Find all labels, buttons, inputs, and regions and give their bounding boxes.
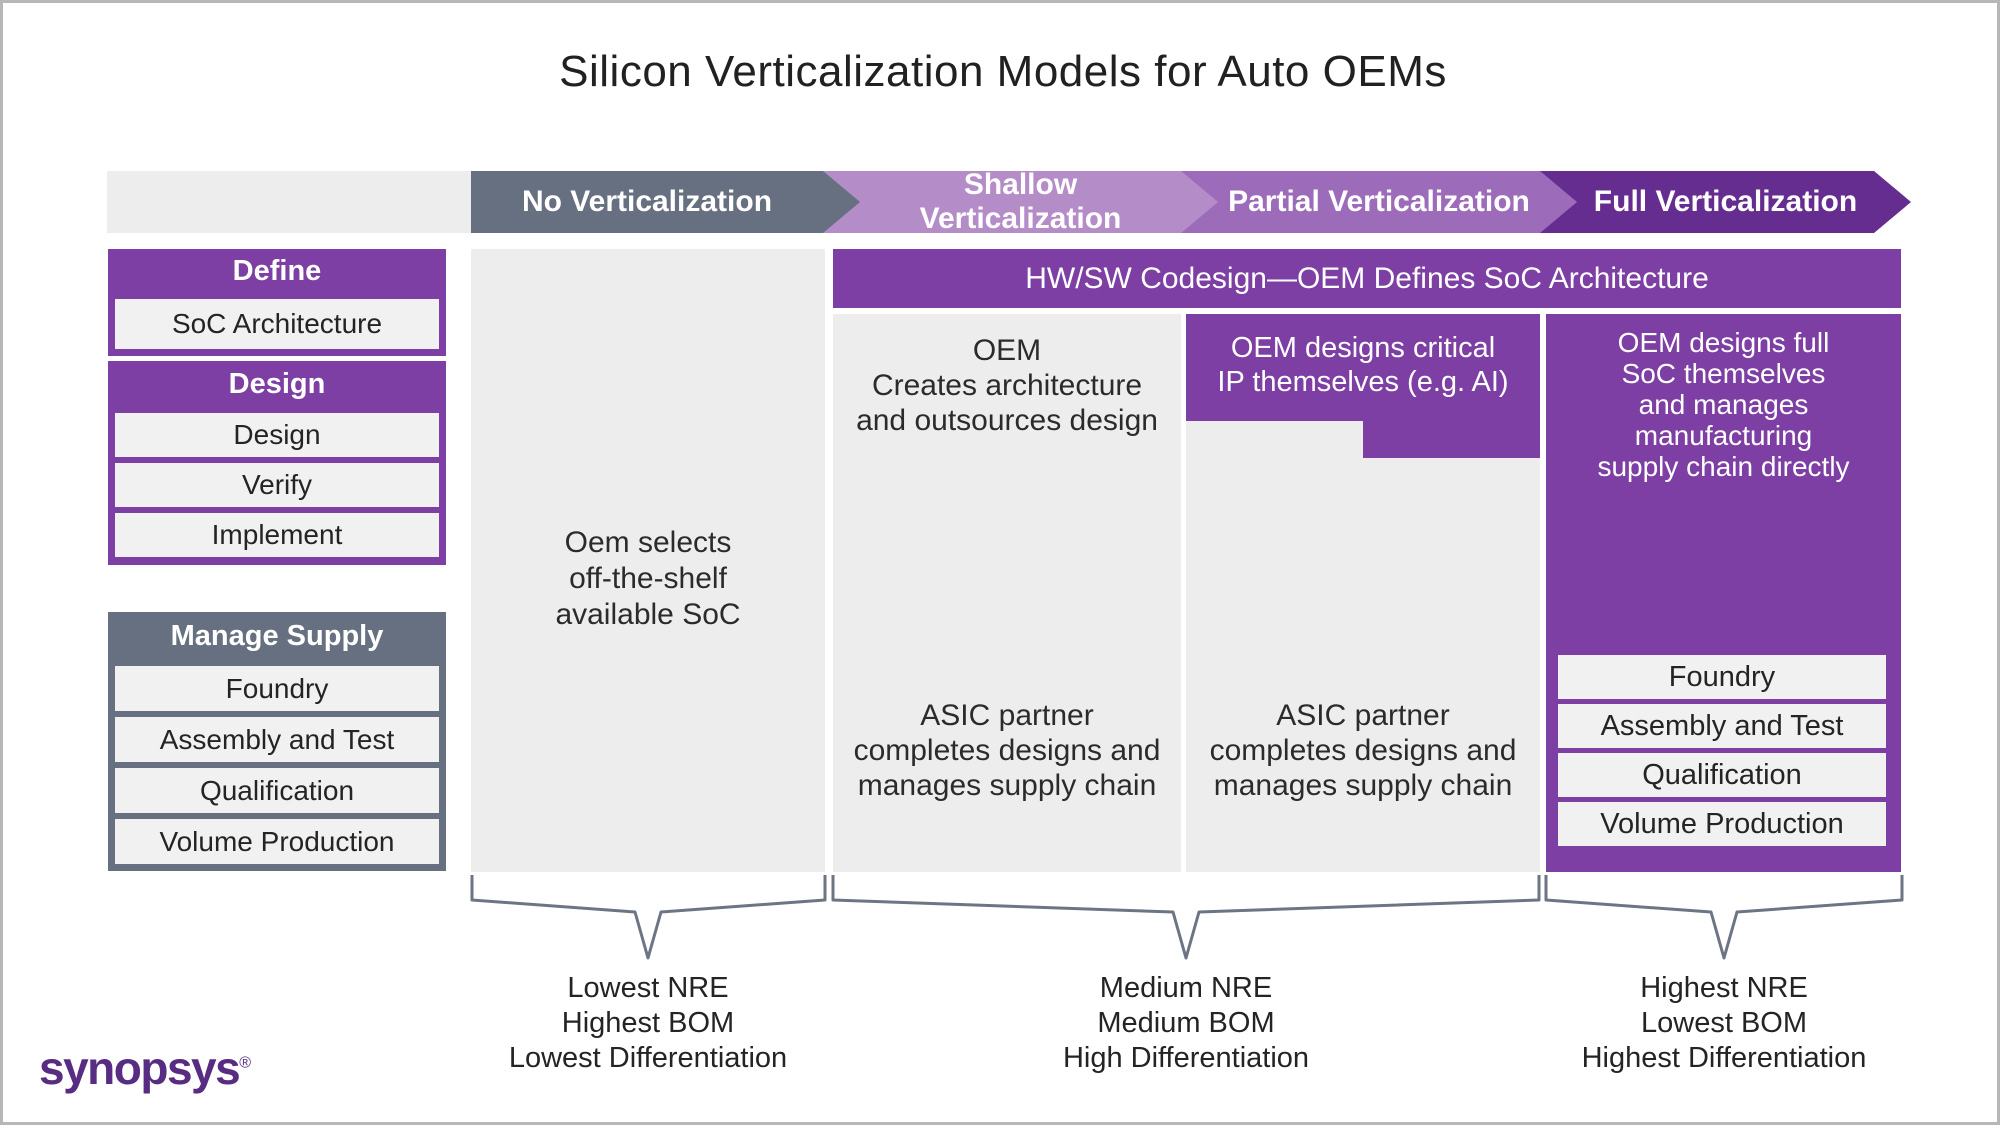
summary-no-verticalization: Lowest NRE Highest BOM Lowest Differenti… [508, 972, 788, 1074]
sidebar-row-volume-production: Volume Production [115, 819, 439, 864]
full-row-qualification: Qualification [1558, 753, 1886, 797]
synopsys-logo: synopsys® [39, 1041, 251, 1095]
brace-shallow-partial [831, 875, 1541, 960]
stage-no-verticalization: No Verticalization [471, 171, 860, 233]
full-oem-text: OEM designs full SoC themselves and mana… [1597, 327, 1850, 482]
stage-full-verticalization: Full Verticalization [1540, 171, 1911, 233]
stage-partial-verticalization-label: Partial Verticalization [1228, 185, 1530, 218]
full-row-volume-production: Volume Production [1558, 802, 1886, 846]
sidebar-row-foundry: Foundry [115, 666, 439, 711]
sidebar-manage-supply-header: Manage Supply [170, 619, 384, 652]
stage-no-verticalization-label: No Verticalization [521, 185, 773, 218]
page-title: Silicon Verticalization Models for Auto … [559, 47, 1447, 96]
sidebar-block-design: Design Design Verify Implement [108, 361, 446, 565]
stage-partial-verticalization: Partial Verticalization [1181, 171, 1577, 233]
sidebar-design-header: Design [228, 367, 326, 400]
summary-shallow-partial: Medium NRE Medium BOM High Differentiati… [1062, 972, 1310, 1074]
full-row-assembly-and-test: Assembly and Test [1558, 704, 1886, 748]
brace-no-verticalization [470, 875, 827, 960]
sidebar-row-assembly-and-test: Assembly and Test [115, 717, 439, 762]
stage-shallow-verticalization: Shallow Verticalization [823, 171, 1218, 233]
shallow-asic-partner-text: ASIC partner completes designs and manag… [853, 699, 1161, 802]
stage-shallow-verticalization-label: Shallow Verticalization [919, 168, 1122, 235]
shallow-oem-text: OEM Creates architecture and outsources … [856, 334, 1158, 437]
sidebar-row-qualification: Qualification [115, 768, 439, 813]
sidebar-row-soc-architecture: SoC Architecture [115, 299, 439, 349]
column-no-verticalization [471, 249, 825, 872]
sidebar-row-implement: Implement [115, 513, 439, 557]
full-row-foundry: Foundry [1558, 655, 1886, 699]
sidebar-row-verify: Verify [115, 463, 439, 507]
column-shallow-verticalization [833, 314, 1181, 872]
sidebar-block-define: Define SoC Architecture [108, 249, 446, 356]
partial-asic-partner-text: ASIC partner completes designs and manag… [1209, 699, 1517, 802]
synopsys-logo-text: synopsys [39, 1042, 241, 1094]
brace-full [1544, 875, 1904, 960]
codesign-banner: HW/SW Codesign—OEM Defines SoC Architect… [833, 249, 1901, 308]
no-verticalization-body-text: Oem selects off-the-shelf available SoC [555, 526, 741, 631]
summary-full: Highest NRE Lowest BOM Highest Different… [1581, 972, 1867, 1074]
header-spacer [107, 171, 471, 233]
sidebar-block-manage-supply: Manage Supply Foundry Assembly and Test … [108, 612, 446, 871]
registered-mark: ® [239, 1054, 252, 1072]
sidebar-row-design: Design [115, 413, 439, 457]
stage-full-verticalization-label: Full Verticalization [1593, 185, 1858, 218]
full-supply-rows: Foundry Assembly and Test Qualification … [1558, 655, 1886, 851]
sidebar-define-header: Define [232, 254, 322, 287]
